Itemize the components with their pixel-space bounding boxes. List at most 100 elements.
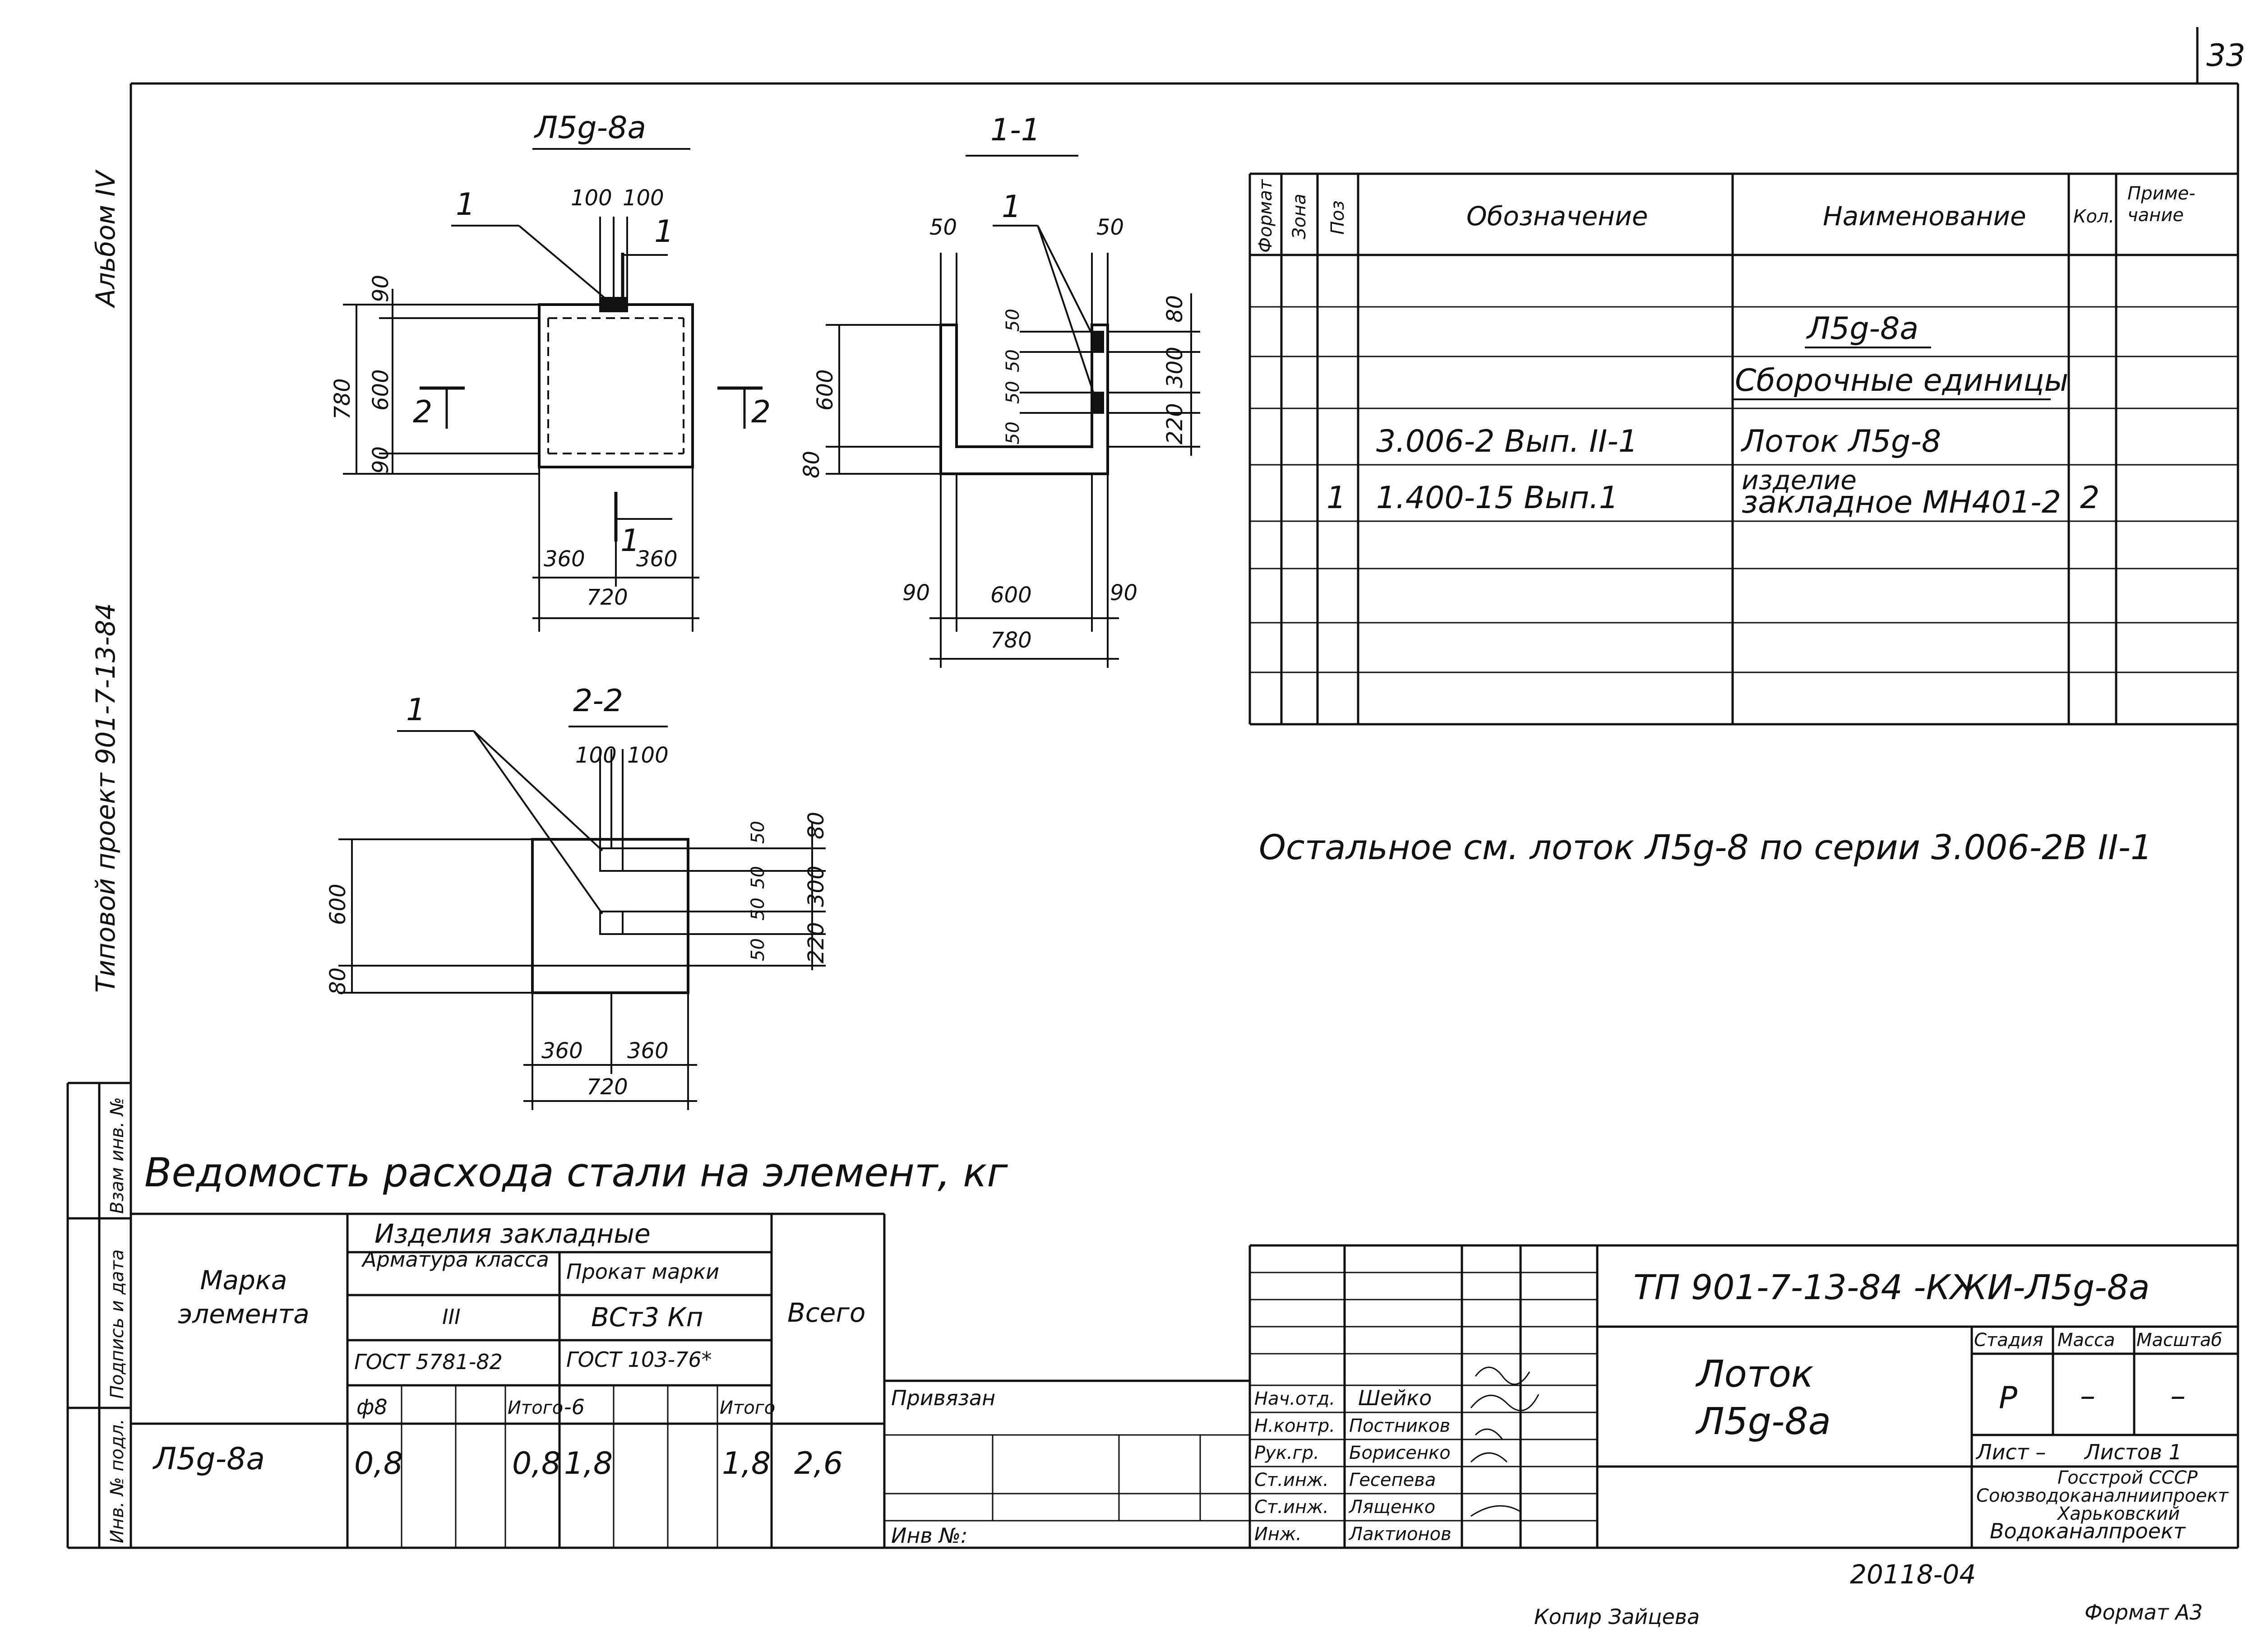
tb-org-3: Харьковский xyxy=(2057,1504,2180,1524)
tb-name-person-6: Лактионов xyxy=(1349,1524,1452,1545)
plan-dim-top-1: 100 xyxy=(571,185,612,211)
side-stamp-vzam: Взам инв. № xyxy=(107,1097,128,1214)
steel-sub-d8: ф8 xyxy=(356,1395,388,1419)
section22-dim-80-right: 80 xyxy=(804,811,829,839)
section11-dim-600-bottom: 600 xyxy=(990,583,1032,608)
footer-number: 20118-04 xyxy=(1850,1559,1976,1590)
spec-header-format: Формат xyxy=(1255,179,1276,253)
steel-sub-m6: -6 xyxy=(564,1395,585,1419)
section11-dim-90-left: 90 xyxy=(902,580,930,606)
plan-section-2-left: 2 xyxy=(413,394,433,430)
steel-h-rebar: Арматура класса xyxy=(356,1249,555,1270)
steel-row-mark: Л5g-8а xyxy=(153,1441,265,1477)
steel-h-embedded: Изделия закладные xyxy=(374,1218,651,1249)
signature-3 xyxy=(1475,1428,1503,1440)
section22-dim-r50a: 50 xyxy=(748,821,768,844)
tb-sheet: Лист – xyxy=(1976,1440,2046,1464)
plan-dim-360-left: 360 xyxy=(544,546,585,572)
steel-h-rolled-grade: ВСт3 Кп xyxy=(591,1302,703,1333)
plan-dim-600: 600 xyxy=(368,369,393,411)
spec-row4-pos: 1 xyxy=(1327,480,1346,516)
section11-dim-80: 80 xyxy=(799,450,824,478)
section22-dim-r50c: 50 xyxy=(748,898,768,921)
plan-section-1-top: 1 xyxy=(654,214,674,250)
footer-format: Формат А3 xyxy=(2085,1600,2203,1624)
footer-copied: Копир Зайцева xyxy=(1534,1605,1700,1629)
section11-dim-r50d: 50 xyxy=(1003,421,1023,444)
tb-stage-h: Стадия xyxy=(1974,1330,2043,1351)
signature-4 xyxy=(1470,1452,1508,1463)
section11-dim-r50c: 50 xyxy=(1003,381,1023,404)
steel-h-rebar-gost: ГОСТ 5781-82 xyxy=(354,1350,503,1374)
steel-sub-itog1: Итого xyxy=(508,1397,564,1418)
steel-h-rebar-class: III xyxy=(442,1305,461,1329)
spec-row3-name: Лоток Л5g-8 xyxy=(1742,424,1941,459)
section22-title: 2-2 xyxy=(573,683,624,719)
section11-pos-label: 1 xyxy=(1002,189,1022,225)
steel-h-mark-text: Марка элемента xyxy=(178,1265,310,1330)
side-stamp-inv: Инв. № подл. xyxy=(107,1419,128,1543)
section22-dim-360-right: 360 xyxy=(627,1038,669,1064)
spec-row4-name-1: изделие xyxy=(1742,465,1857,495)
title-block-grid xyxy=(884,1244,2238,1548)
spec-row4-name-2: закладное МН401-2 xyxy=(1742,485,2061,520)
steel-h-mark: Марка элемента xyxy=(153,1263,334,1332)
section22-dim-360-left: 360 xyxy=(541,1038,583,1064)
spec-header-pos: Поз xyxy=(1327,200,1348,235)
steel-sub-itog2: Итого xyxy=(720,1397,776,1418)
tb-scale: – xyxy=(2170,1378,2186,1414)
plan-title: Л5g-8а xyxy=(535,110,647,146)
general-note: Остальное см. лоток Л5g-8 по серии 3.006… xyxy=(1259,827,2153,867)
section22-dim-r50d: 50 xyxy=(748,938,768,961)
plan-section-1-bottom: 1 xyxy=(620,523,640,559)
tb-name-1: Лоток xyxy=(1697,1353,1814,1396)
plan-dim-90-bot: 90 xyxy=(368,446,393,474)
tb-org-1: Госстрой СССР xyxy=(2057,1467,2198,1488)
steel-row-itog1: 0,8 xyxy=(512,1446,561,1481)
section11-title: 1-1 xyxy=(990,112,1041,148)
tb-mass-h: Масса xyxy=(2057,1330,2115,1351)
album-label: Альбом IV xyxy=(90,171,121,307)
section-1-1-view xyxy=(826,225,1200,668)
steel-title: Ведомость расхода стали на элемент, кг xyxy=(144,1149,1008,1196)
section11-dim-300: 300 xyxy=(1162,347,1188,388)
tb-role-6: Инж. xyxy=(1254,1524,1302,1545)
signature-1 xyxy=(1475,1366,1530,1385)
steel-row-d8: 0,8 xyxy=(354,1446,403,1481)
side-stamp-podpis: Подпись и дата xyxy=(107,1249,128,1399)
tb-scale-h: Масштаб xyxy=(2136,1330,2223,1351)
section11-dim-600: 600 xyxy=(813,369,838,411)
tb-org-4: Водоканалпроект xyxy=(1990,1519,2186,1543)
tb-name-person-4: Гесепева xyxy=(1349,1470,1436,1490)
steel-row-itog2: 1,8 xyxy=(722,1446,771,1481)
tb-role-1: Нач.отд. xyxy=(1254,1388,1336,1409)
tb-privyazan: Привязан xyxy=(891,1386,996,1410)
sheet-number: 33 xyxy=(2206,38,2246,74)
spec-table-grid xyxy=(1248,172,2238,726)
tb-name-2: Л5g-8а xyxy=(1697,1400,1831,1443)
section11-dim-780: 780 xyxy=(990,628,1032,653)
steel-h-rolled-gost: ГОСТ 103-76* xyxy=(566,1347,712,1372)
section22-pos-label: 1 xyxy=(406,692,426,728)
section11-dim-50-left: 50 xyxy=(929,215,957,240)
tb-name-person-3: Борисенко xyxy=(1349,1443,1451,1463)
signature-6 xyxy=(1470,1505,1521,1517)
section22-dim-80: 80 xyxy=(325,967,351,995)
plan-dim-360-right: 360 xyxy=(636,546,678,572)
spec-row-assembly: Сборочные единицы xyxy=(1735,363,2069,398)
tb-mass: – xyxy=(2080,1378,2095,1414)
spec-header-zone: Зона xyxy=(1289,194,1310,239)
tb-sheets: Листов 1 xyxy=(2085,1440,2182,1464)
spec-row3-designation: 3.006-2 Вып. II-1 xyxy=(1376,424,1638,459)
project-label: Типовой проект 901-7-13-84 xyxy=(90,603,121,993)
steel-table-grid xyxy=(131,1212,886,1548)
spec-header-name: Наименование xyxy=(1823,201,2026,231)
tb-name-person-5: Лященко xyxy=(1349,1497,1436,1518)
section22-dim-top-2: 100 xyxy=(627,743,669,768)
section11-dim-220: 220 xyxy=(1162,403,1188,444)
section-2-2-view xyxy=(338,730,826,1110)
tb-role-2: Н.контр. xyxy=(1254,1416,1335,1436)
spec-header-qty: Кол. xyxy=(2073,206,2115,227)
section22-dim-720: 720 xyxy=(587,1074,628,1100)
